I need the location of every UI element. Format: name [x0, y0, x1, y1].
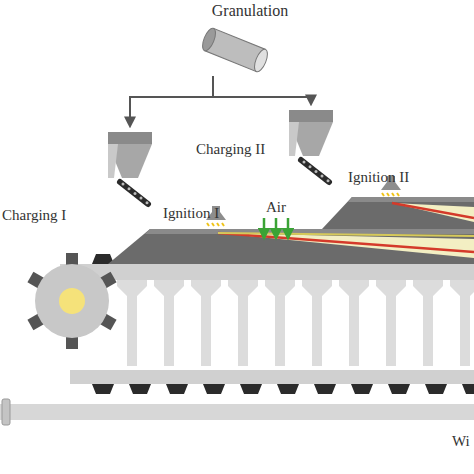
feed-connector [130, 76, 213, 126]
pipe-cap [2, 399, 10, 425]
melt-zone [392, 203, 474, 222]
charging-hopper: Charging I [2, 126, 162, 228]
feed-connector [213, 76, 311, 104]
node-label: Charging I [2, 206, 66, 224]
upper-layer-top [348, 197, 474, 202]
granulation-drum: Granulation [195, 2, 305, 76]
part-label: Wi [452, 432, 470, 450]
flame-front [392, 203, 474, 218]
flame-front [218, 233, 474, 252]
charging-hopper: Charging II [196, 104, 341, 194]
part-label: Ignition I [163, 204, 219, 222]
part-label: Ignition II [348, 168, 409, 186]
sprocket [35, 264, 109, 338]
wind-boxes [117, 280, 474, 366]
part-label: Air [266, 198, 286, 216]
upper-layer [322, 197, 474, 229]
node-label: Charging II [196, 140, 265, 158]
node-label: Granulation [195, 2, 305, 20]
sprocket-hub [59, 288, 85, 314]
main-pipe [0, 404, 474, 420]
pallets [27, 253, 474, 394]
lower-layer [108, 229, 474, 264]
sintered-zone [218, 233, 474, 236]
melt-zone [218, 233, 474, 258]
air-arrows [264, 218, 288, 238]
